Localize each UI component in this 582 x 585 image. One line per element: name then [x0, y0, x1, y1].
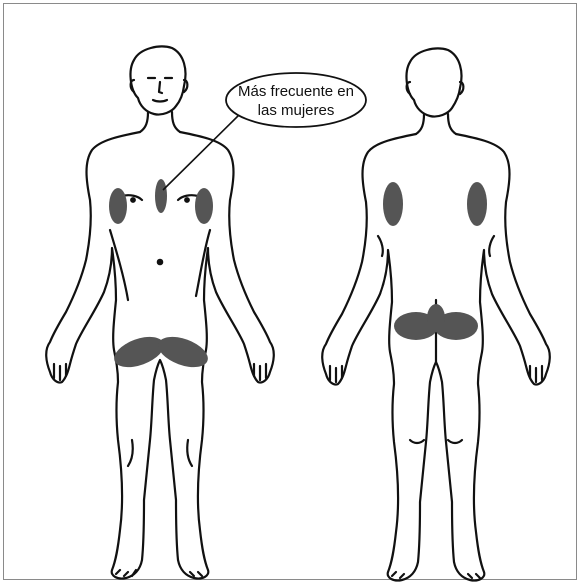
- front-point-right-chest: [195, 188, 213, 224]
- callout: Más frecuente en las mujeres: [163, 73, 366, 190]
- front-point-left-chest: [109, 188, 127, 224]
- front-point-left-thigh: [110, 331, 168, 373]
- back-point-left-flank: [383, 182, 403, 226]
- back-point-sacrum: [427, 304, 445, 332]
- front-figure: [46, 47, 274, 579]
- front-head: [131, 47, 186, 115]
- front-point-sternum: [155, 179, 167, 213]
- back-point-right-flank: [467, 182, 487, 226]
- callout-line-2: las mujeres: [258, 102, 335, 119]
- callout-line-1: Más frecuente en: [238, 83, 354, 100]
- back-head: [407, 49, 462, 117]
